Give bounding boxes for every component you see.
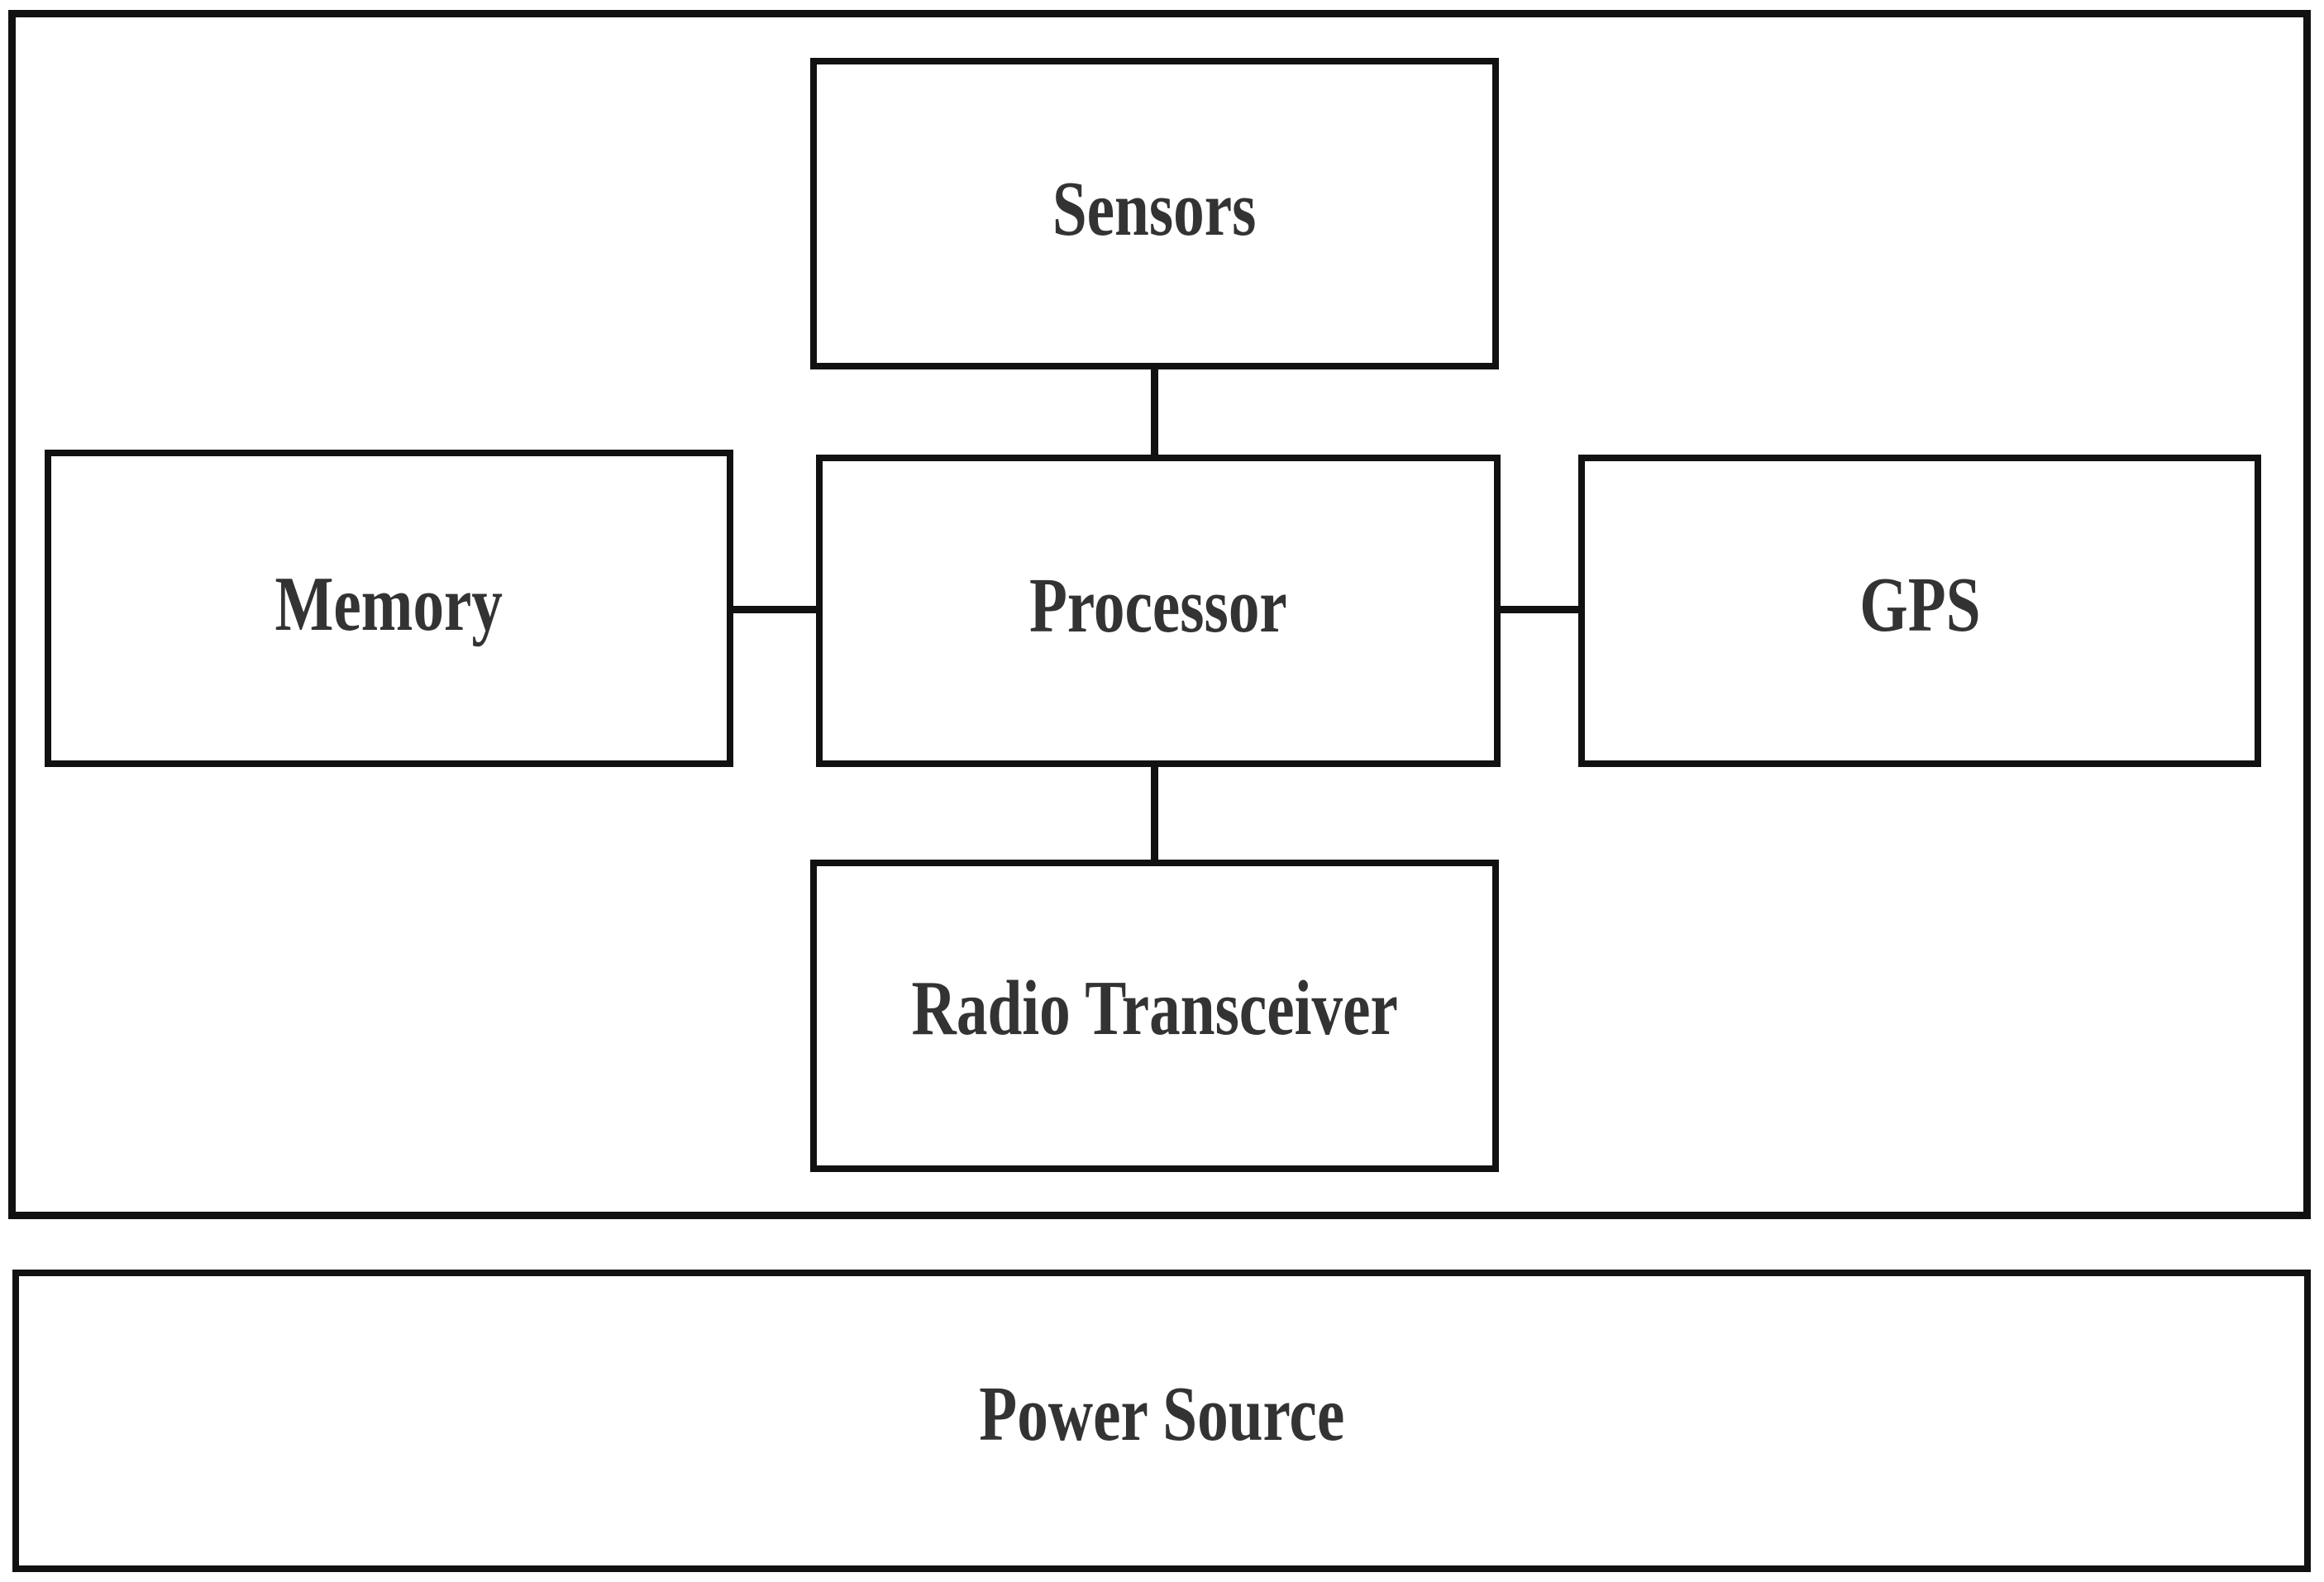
block-label-power-source: Power Source (978, 1371, 1345, 1457)
connector-sensors-to-processor (1151, 364, 1158, 461)
connector-processor-to-gps (1495, 606, 1586, 613)
connector-processor-to-radio-transceiver (1151, 760, 1158, 866)
block-label-sensors: Sensors (1052, 165, 1257, 252)
block-label-processor: Processor (1029, 563, 1287, 649)
block-processor: Processor (816, 455, 1501, 767)
block-label-gps: GPS (1859, 562, 1981, 648)
block-gps: GPS (1578, 455, 2261, 767)
block-label-memory: Memory (274, 561, 503, 647)
block-sensors: Sensors (810, 58, 1499, 369)
block-memory: Memory (45, 450, 733, 767)
connector-memory-to-processor (728, 606, 823, 613)
block-power-source: Power Source (12, 1270, 2311, 1572)
block-radio-transceiver: Radio Transceiver (810, 860, 1499, 1172)
block-label-radio-transceiver: Radio Transceiver (911, 965, 1398, 1051)
